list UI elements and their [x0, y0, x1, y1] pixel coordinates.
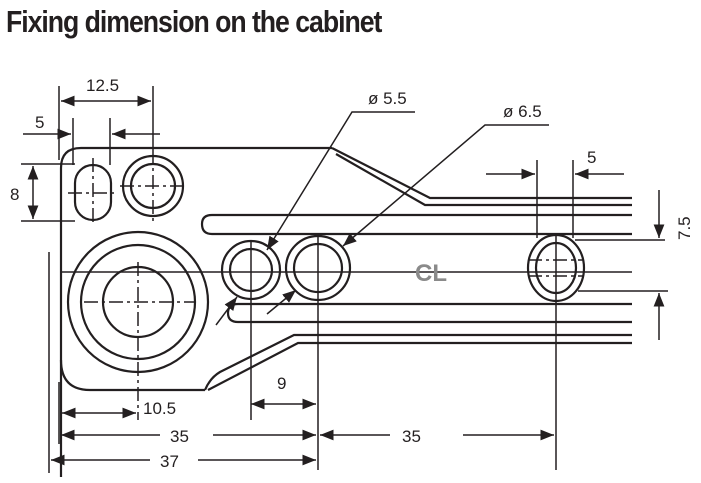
right-oval-hole [526, 233, 586, 470]
hole-spacing-label: 9 [277, 374, 286, 393]
right-slot-width-label: 5 [587, 148, 596, 167]
bottom-span-left-label: 35 [170, 427, 189, 446]
dimension-top-span: 12.5 [58, 76, 154, 160]
bracket-outline [59, 146, 632, 477]
dimension-hole-spacing: 9 [251, 374, 316, 410]
left-offset-label: 5 [35, 113, 44, 132]
small-hole-diameter-label: ø 5.5 [368, 89, 407, 108]
oval-slot [68, 158, 118, 226]
callout-small-hole: ø 5.5 [215, 89, 415, 326]
dimension-right-slot-width: 5 [486, 148, 624, 238]
callout-medium-hole: ø 6.5 [266, 102, 549, 315]
bottom-span-right-label: 35 [402, 427, 421, 446]
dimension-vertical-offset: 7.5 [575, 190, 694, 340]
dimension-bottom-span-left: 35 [61, 427, 316, 446]
dimension-center-offset: 10.5 [58, 382, 176, 444]
slot-height-label: 8 [10, 185, 19, 204]
overall-span-label: 37 [160, 452, 179, 471]
center-offset-label: 10.5 [143, 399, 176, 418]
large-round-hole [66, 230, 210, 420]
medium-hole [284, 234, 352, 470]
vertical-offset-label: 7.5 [675, 216, 694, 240]
dimension-bottom-span-right: 35 [320, 427, 554, 446]
top-span-label: 12.5 [86, 76, 119, 95]
page-title: Fixing dimension on the cabinet [6, 4, 382, 39]
dimension-overall-span: 37 [48, 252, 316, 473]
centerline-label: CL [415, 260, 447, 287]
small-hole [220, 239, 282, 420]
dimension-slot-height: 8 [10, 163, 75, 222]
dimension-left-offset: 5 [23, 113, 160, 165]
top-round-hole [120, 150, 186, 222]
large-hole-diameter-label: ø 6.5 [503, 102, 542, 121]
